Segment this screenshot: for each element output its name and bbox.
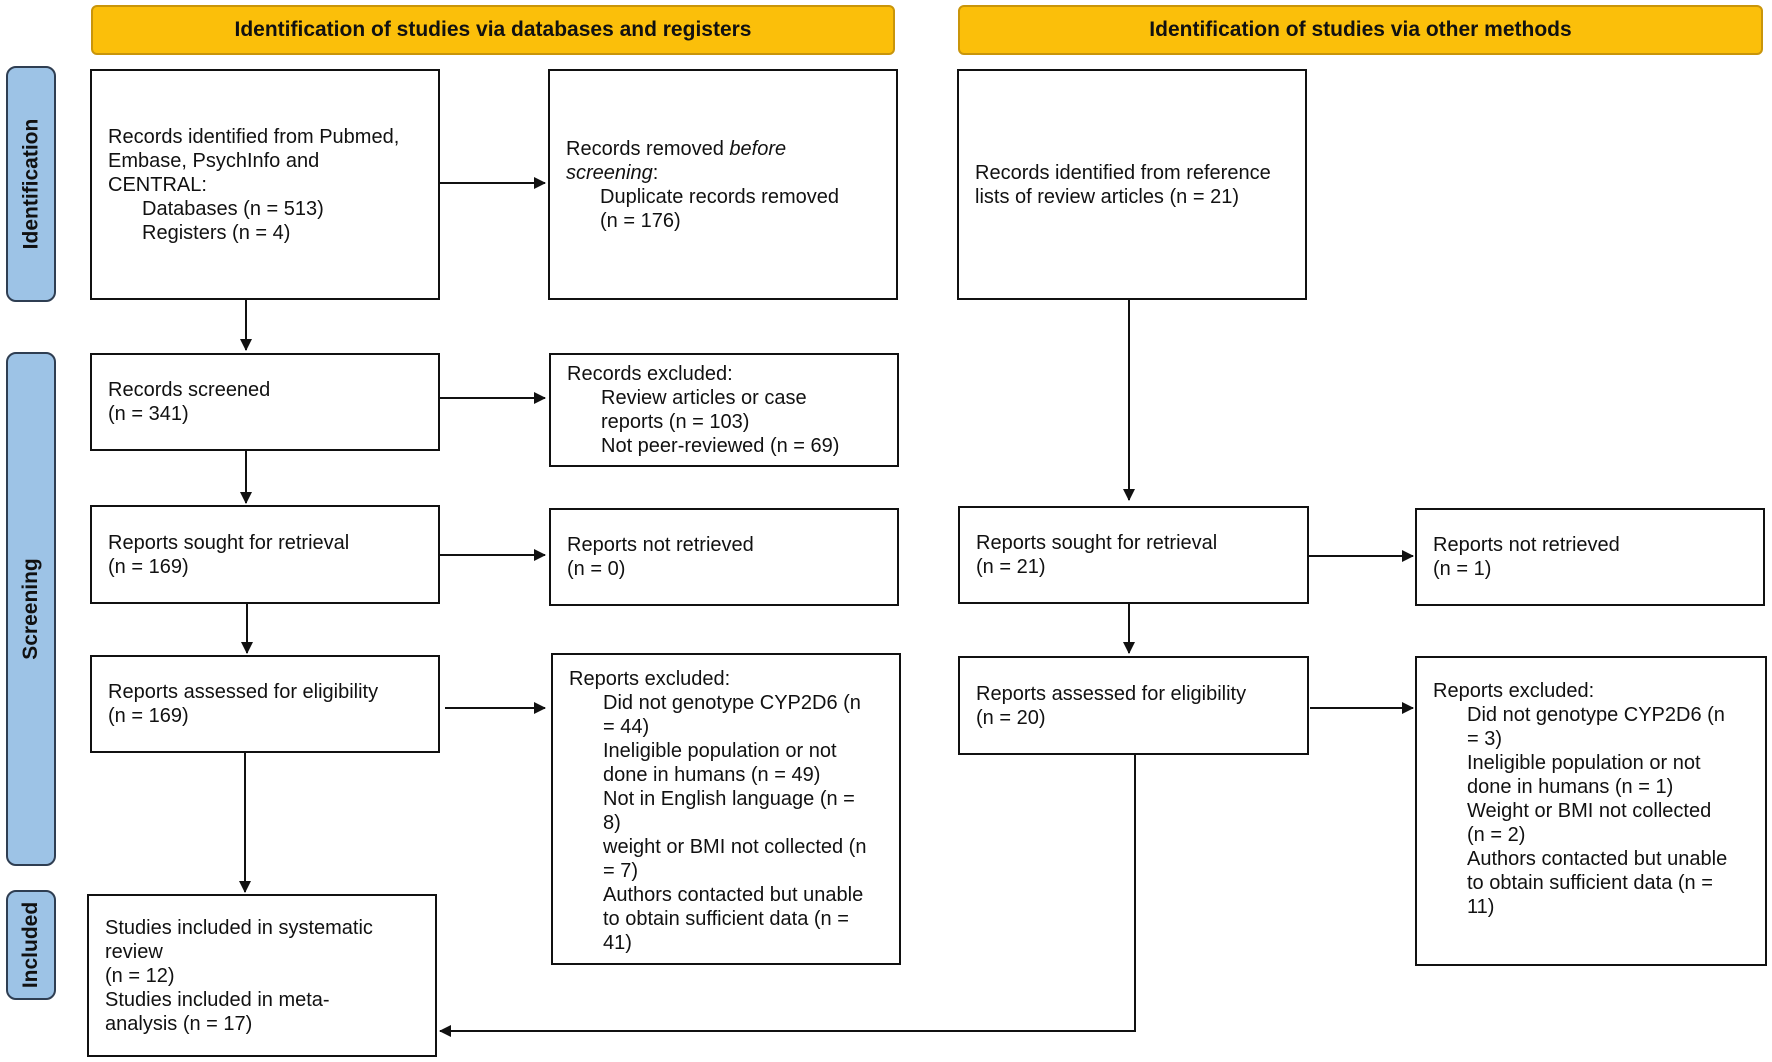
box-right-reports-sought: Reports sought for retrieval (n = 21) — [958, 506, 1309, 604]
phase-screening: Screening — [6, 352, 56, 866]
phase-included: Included — [6, 890, 56, 1000]
phase-identification: Identification — [6, 66, 56, 302]
box-reports-not-retrieved: Reports not retrieved (n = 0) — [549, 508, 899, 606]
box-reports-sought: Reports sought for retrieval (n = 169) — [90, 505, 440, 604]
box-studies-included: Studies included in systematic review (n… — [87, 894, 437, 1057]
header-databases-registers: Identification of studies via databases … — [91, 5, 895, 55]
box-records-screened: Records screened (n = 341) — [90, 353, 440, 451]
box-right-records-identified: Records identified from reference lists … — [957, 69, 1307, 300]
box-records-identified: Records identified from Pubmed, Embase, … — [90, 69, 440, 300]
box-right-reports-not-retrieved: Reports not retrieved (n = 1) — [1415, 508, 1765, 606]
box-right-reports-assessed: Reports assessed for eligibility (n = 20… — [958, 656, 1309, 755]
box-records-excluded: Records excluded: Review articles or cas… — [549, 353, 899, 467]
box-reports-excluded: Reports excluded: Did not genotype CYP2D… — [551, 653, 901, 965]
arrow-right-assessed-to-included — [439, 755, 1136, 1037]
header-other-methods: Identification of studies via other meth… — [958, 5, 1763, 55]
box-reports-assessed: Reports assessed for eligibility (n = 16… — [90, 655, 440, 753]
box-records-removed: Records removed before screening: Duplic… — [548, 69, 898, 300]
box-right-reports-excluded: Reports excluded: Did not genotype CYP2D… — [1415, 656, 1767, 966]
